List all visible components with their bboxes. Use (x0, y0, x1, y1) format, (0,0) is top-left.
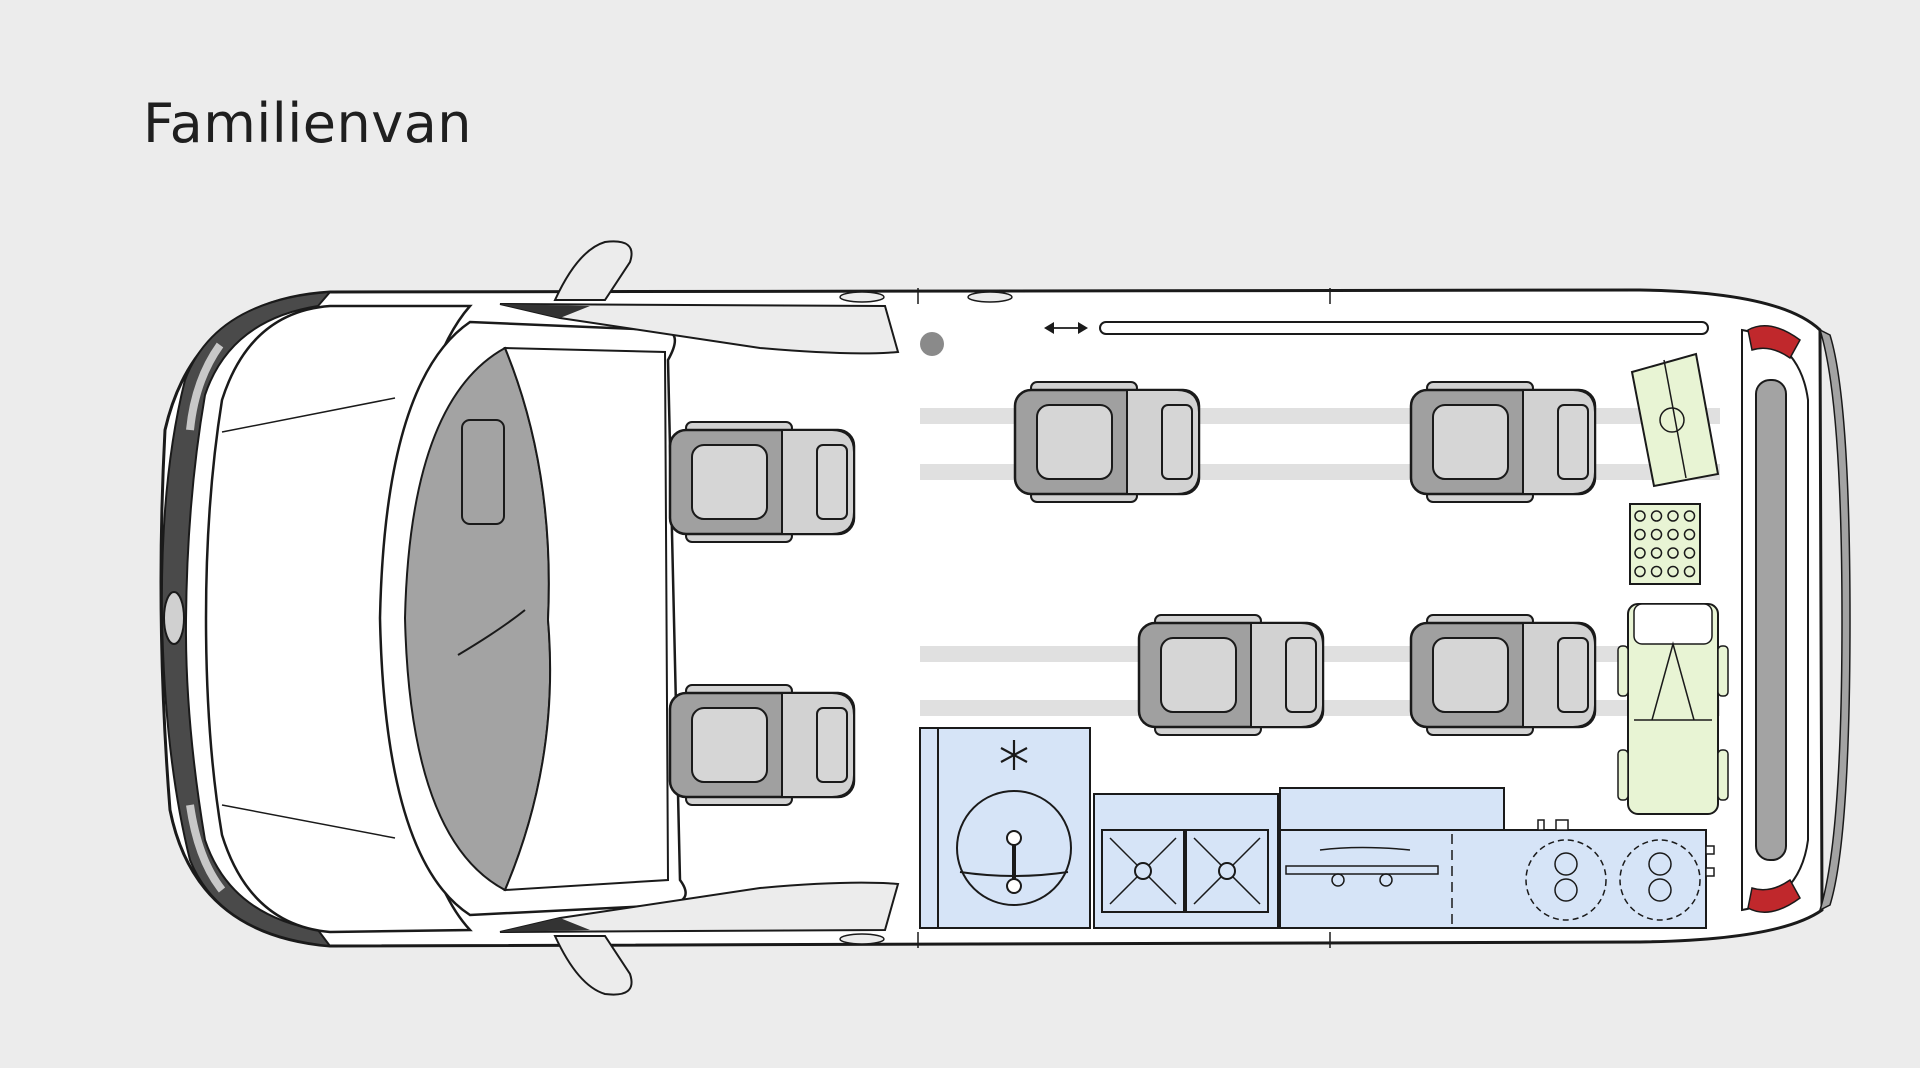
third-row-seat-left (1409, 380, 1597, 504)
sliding-door-rail (1099, 321, 1709, 335)
right-cab-window (499, 881, 900, 933)
rear-bumper (1818, 328, 1851, 912)
left-cab-window (499, 303, 900, 355)
grid-panel-dots (1634, 510, 1696, 578)
second-row-seat-left (1013, 380, 1201, 504)
grid-dot (1650, 510, 1663, 522)
grid-dot (1650, 547, 1663, 559)
grid-dot (1634, 528, 1646, 541)
left-side-mirror (553, 240, 633, 301)
mirror (461, 419, 505, 525)
driver-seat (668, 420, 856, 544)
table-accessory (1630, 352, 1720, 488)
tail-light-right (1747, 878, 1801, 913)
grid-dot (1634, 547, 1646, 559)
floor-anchor (920, 332, 944, 356)
fridge-unit (919, 727, 1091, 929)
double-arrow-icon (1044, 322, 1088, 334)
second-row-seat-right (1137, 613, 1325, 737)
gas-stove (1093, 793, 1279, 929)
grid-dot (1634, 510, 1646, 522)
grid-dot (1650, 528, 1663, 541)
grid-dot (1667, 510, 1679, 522)
grid-dot (1667, 528, 1679, 541)
rear-window (1755, 379, 1787, 861)
passenger-seat (668, 683, 856, 807)
snowflake-icon (1000, 740, 1028, 770)
right-side-mirror (553, 935, 633, 996)
grid-dot (1683, 528, 1696, 541)
tail-light-left (1747, 325, 1801, 360)
grid-dot (1667, 547, 1679, 559)
storage-cabinet (1279, 787, 1715, 929)
grid-dot (1667, 565, 1679, 578)
front-bumper (160, 290, 333, 948)
grid-dot (1634, 565, 1646, 578)
front-emblem (163, 591, 185, 645)
grid-dot (1683, 510, 1696, 522)
stroller-accessory (1617, 603, 1729, 815)
grid-panel-accessory (1629, 503, 1701, 585)
grid-dot (1683, 547, 1696, 559)
grid-dot (1683, 565, 1696, 578)
page-title: Familienvan (143, 92, 473, 155)
third-row-seat-right (1409, 613, 1597, 737)
grid-dot (1650, 565, 1663, 578)
